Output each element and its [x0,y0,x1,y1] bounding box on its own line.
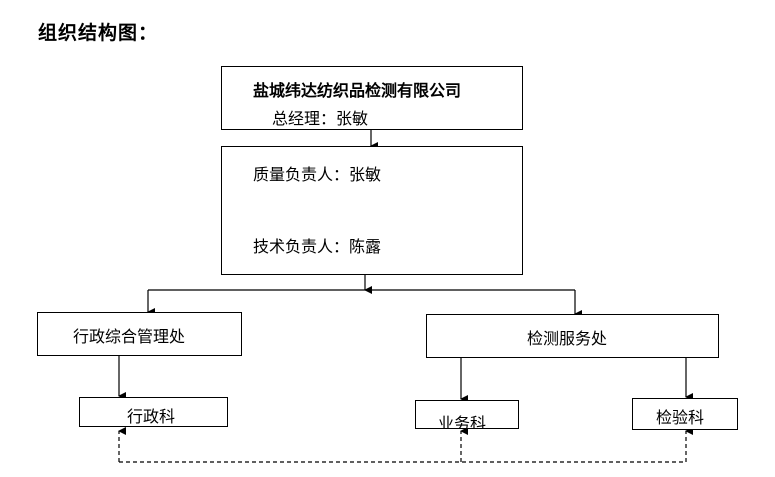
testing-department-box: 检测服务处 [426,314,719,358]
testing-department-label: 检测服务处 [527,329,608,348]
diagram-heading: 组织结构图： [38,22,159,44]
admin-department-box: 行政综合管理处 [37,312,242,356]
technical-leader: 技术负责人：陈露 [253,237,382,256]
admin-section-box: 行政科 [79,397,228,427]
admin-department-label: 行政综合管理处 [73,327,186,346]
leaders-box: 质量负责人：张敏 技术负责人：陈露 [221,146,523,275]
company-name: 盐城纬达纺织品检测有限公司 [253,81,462,100]
inspection-section-box: 检验科 [632,398,738,430]
business-section-box: 业务科 [415,400,519,429]
admin-section-label: 行政科 [127,407,176,426]
general-manager: 总经理：张敏 [272,109,369,128]
business-section-label: 业务科 [438,414,487,429]
inspection-section-label: 检验科 [656,408,705,427]
company-box: 盐城纬达纺织品检测有限公司 总经理：张敏 [221,66,523,130]
quality-leader: 质量负责人：张敏 [253,165,382,184]
